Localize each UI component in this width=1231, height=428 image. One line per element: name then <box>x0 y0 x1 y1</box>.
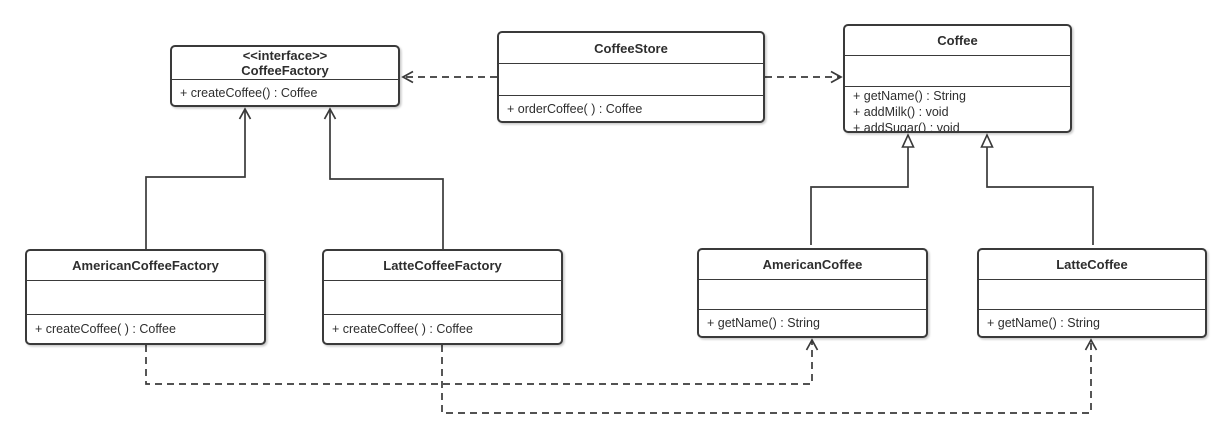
methods-compartment: + createCoffee( ) : Coffee <box>324 314 561 343</box>
method: + addSugar() : void <box>853 121 960 131</box>
dependency-arrow-lattecoffeefactory-to-lattecoffee <box>441 338 1098 414</box>
methods-compartment: + createCoffee() : Coffee <box>172 79 398 105</box>
attributes-compartment <box>324 280 561 314</box>
methods-compartment: + orderCoffee( ) : Coffee <box>499 95 763 121</box>
realization-arrow-lattecoffeefactory-to-coffeefactory <box>323 107 444 249</box>
method: + createCoffee() : Coffee <box>180 85 318 100</box>
class-name: CoffeeStore <box>594 40 668 56</box>
class-coffee: Coffee + getName() : String + addMilk() … <box>843 24 1072 133</box>
method: + createCoffee( ) : Coffee <box>35 322 176 336</box>
method: + addMilk() : void <box>853 105 949 119</box>
method: + getName() : String <box>707 316 820 330</box>
class-title-compartment: AmericanCoffeeFactory <box>27 251 264 280</box>
realization-arrow-americancoffeefactory-to-coffeefactory <box>145 107 252 249</box>
class-coffeestore: CoffeeStore + orderCoffee( ) : Coffee <box>497 31 765 123</box>
attributes-compartment <box>699 279 926 309</box>
class-name: LatteCoffee <box>1056 257 1128 272</box>
methods-compartment: + getName() : String <box>979 309 1205 336</box>
class-lattecoffee: LatteCoffee + getName() : String <box>977 248 1207 338</box>
attributes-compartment <box>27 280 264 314</box>
class-name: CoffeeFactory <box>241 63 329 78</box>
class-title-compartment: LatteCoffeeFactory <box>324 251 561 280</box>
class-title-compartment: Coffee <box>845 26 1070 55</box>
class-name: Coffee <box>937 33 978 48</box>
attributes-compartment <box>979 279 1205 309</box>
method: + orderCoffee( ) : Coffee <box>507 101 643 116</box>
class-coffeefactory: <<interface>> CoffeeFactory + createCoff… <box>170 45 400 107</box>
class-title-compartment: AmericanCoffee <box>699 250 926 279</box>
class-name: AmericanCoffeeFactory <box>72 258 219 273</box>
method: + getName() : String <box>987 316 1100 330</box>
dependency-arrow-americancoffeefactory-to-americancoffee <box>145 338 819 385</box>
class-name: LatteCoffeeFactory <box>383 258 502 273</box>
generalization-arrow-lattecoffee-to-coffee <box>980 133 1094 245</box>
class-title-compartment: LatteCoffee <box>979 250 1205 279</box>
generalization-arrow-americancoffee-to-coffee <box>810 133 915 245</box>
class-stereotype: <<interface>> <box>242 48 328 63</box>
methods-compartment: + getName() : String + addMilk() : void … <box>845 86 1070 131</box>
attributes-compartment <box>845 55 1070 86</box>
method: + createCoffee( ) : Coffee <box>332 322 473 336</box>
methods-compartment: + createCoffee( ) : Coffee <box>27 314 264 343</box>
class-title-compartment: <<interface>> CoffeeFactory <box>172 47 398 79</box>
attributes-compartment <box>499 63 763 95</box>
method: + getName() : String <box>853 89 966 103</box>
class-lattecoffeefactory: LatteCoffeeFactory + createCoffee( ) : C… <box>322 249 563 345</box>
methods-compartment: + getName() : String <box>699 309 926 336</box>
class-americancoffee: AmericanCoffee + getName() : String <box>697 248 928 338</box>
class-name: AmericanCoffee <box>762 257 863 272</box>
class-americancoffeefactory: AmericanCoffeeFactory + createCoffee( ) … <box>25 249 266 345</box>
class-title-compartment: CoffeeStore <box>499 33 763 63</box>
